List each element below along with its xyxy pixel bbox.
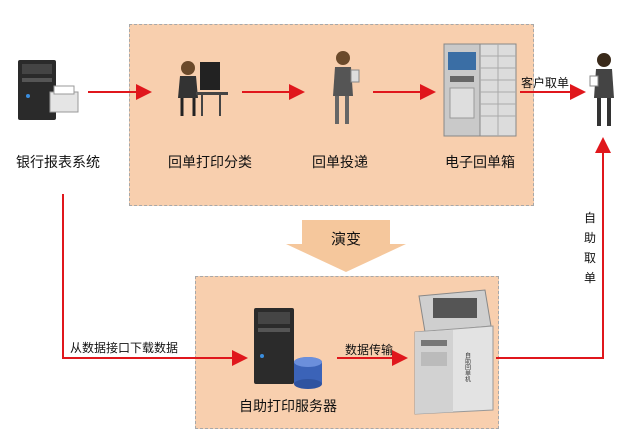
electronic-mailbox-icon (443, 43, 517, 137)
customer-person-icon (589, 53, 614, 126)
evolution-label: 演变 (330, 230, 361, 248)
bank-server-icon (18, 60, 79, 120)
mailbox-label: 电子回单箱 (445, 155, 515, 171)
customer-take-label: 客户取单 (521, 76, 570, 90)
bank-system-label: 银行报表系统 (16, 155, 100, 171)
deliver-label: 回单投递 (312, 155, 368, 171)
arrow-machine-to-customer (496, 137, 611, 359)
download-label: 从数据接口下载数据 (70, 341, 179, 355)
person-at-desk-icon (178, 61, 228, 116)
transfer-label: 数据传输 (345, 343, 394, 357)
self-server-label: 自助打印服务器 (239, 399, 337, 415)
self-take-label: 自 助 取 单 (583, 211, 596, 285)
self-print-server-icon (254, 308, 322, 389)
self-service-machine-icon: 自助回单机 (414, 289, 494, 415)
sort-label: 回单打印分类 (168, 155, 252, 171)
evolution-arrow (286, 220, 406, 272)
arrow-bank-to-server (62, 194, 248, 366)
machine-screen-text: 自助回单机 (464, 351, 471, 383)
courier-person-icon (333, 51, 360, 124)
